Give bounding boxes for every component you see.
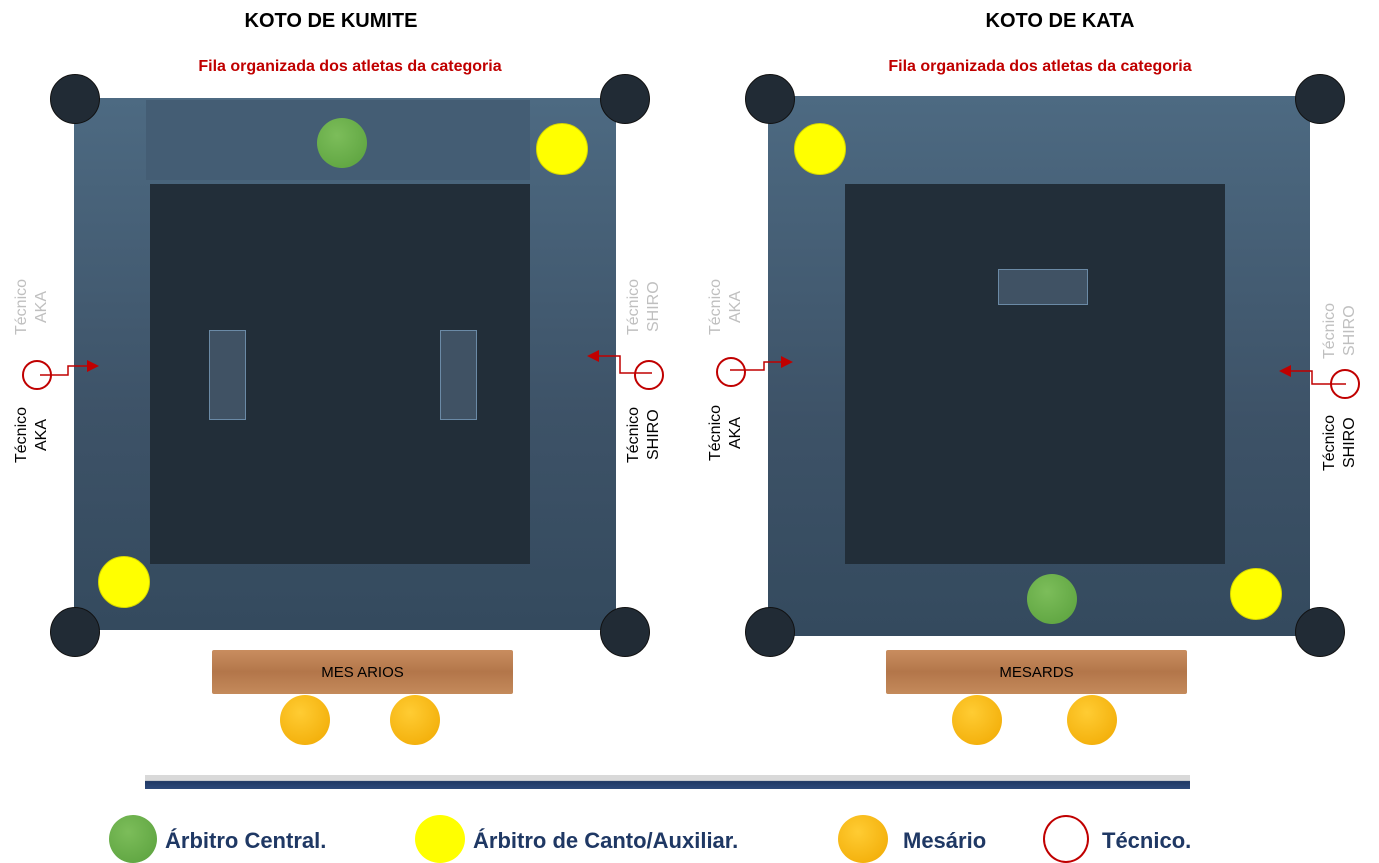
legend-central-referee-label: Árbitro Central.	[165, 828, 327, 853]
kumite-central-referee	[317, 118, 367, 168]
divider-line	[145, 775, 1190, 789]
kata-start-marker	[998, 269, 1088, 305]
kata-coach-aka-icon	[716, 357, 746, 387]
kumite-corner-post-tr	[600, 74, 650, 124]
kumite-shiro-start-marker	[440, 330, 477, 420]
kumite-officials-table: MES ARIOS	[212, 650, 513, 694]
kata-corner-post-br	[1295, 607, 1345, 657]
legend-table-official-label: Mesário	[903, 828, 987, 853]
kata-shiro-arrow	[1279, 365, 1346, 385]
kata-corner-referee-bottom	[1230, 568, 1282, 620]
legend-coach-label: Técnico.	[1102, 828, 1192, 853]
kata-queue-label: Fila organizada dos atletas da categoria	[888, 58, 1192, 75]
kata-central-referee	[1027, 574, 1077, 624]
kata-corner-post-tl	[745, 74, 795, 124]
kata-corner-post-tr	[1295, 74, 1345, 124]
kata-corner-referee-top	[794, 123, 846, 175]
kumite-aka-start-marker	[209, 330, 246, 420]
kata-competition-area	[845, 184, 1225, 564]
kumite-coach-shiro-icon	[634, 360, 664, 390]
legend-central-referee-icon	[109, 815, 157, 863]
kumite-table-official-2	[390, 695, 440, 745]
kata-officials-table: MESARDS	[886, 650, 1187, 694]
kata-title: KOTO DE KATA	[985, 10, 1135, 32]
kata-table-official-2	[1067, 695, 1117, 745]
legend-table-official-icon	[838, 815, 888, 863]
kumite-corner-post-br	[600, 607, 650, 657]
kumite-corner-referee-top	[536, 123, 588, 175]
legend-coach-icon	[1043, 815, 1089, 863]
kumite-corner-post-bl	[50, 607, 100, 657]
kata-aka-arrow	[730, 356, 793, 371]
kumite-queue-label: Fila organizada dos atletas da categoria	[198, 58, 502, 75]
kumite-corner-referee-bottom	[98, 556, 150, 608]
kumite-corner-post-tl	[50, 74, 100, 124]
kumite-title: KOTO DE KUMITE	[244, 10, 418, 32]
legend-corner-referee-label: Árbitro de Canto/Auxiliar.	[473, 828, 739, 853]
kata-table-official-1	[952, 695, 1002, 745]
legend-corner-referee-icon	[415, 815, 465, 863]
kumite-table-official-1	[280, 695, 330, 745]
kumite-competition-area	[150, 184, 530, 564]
kumite-shiro-arrow	[587, 350, 652, 374]
kata-corner-post-bl	[745, 607, 795, 657]
kumite-aka-arrow	[40, 360, 99, 376]
